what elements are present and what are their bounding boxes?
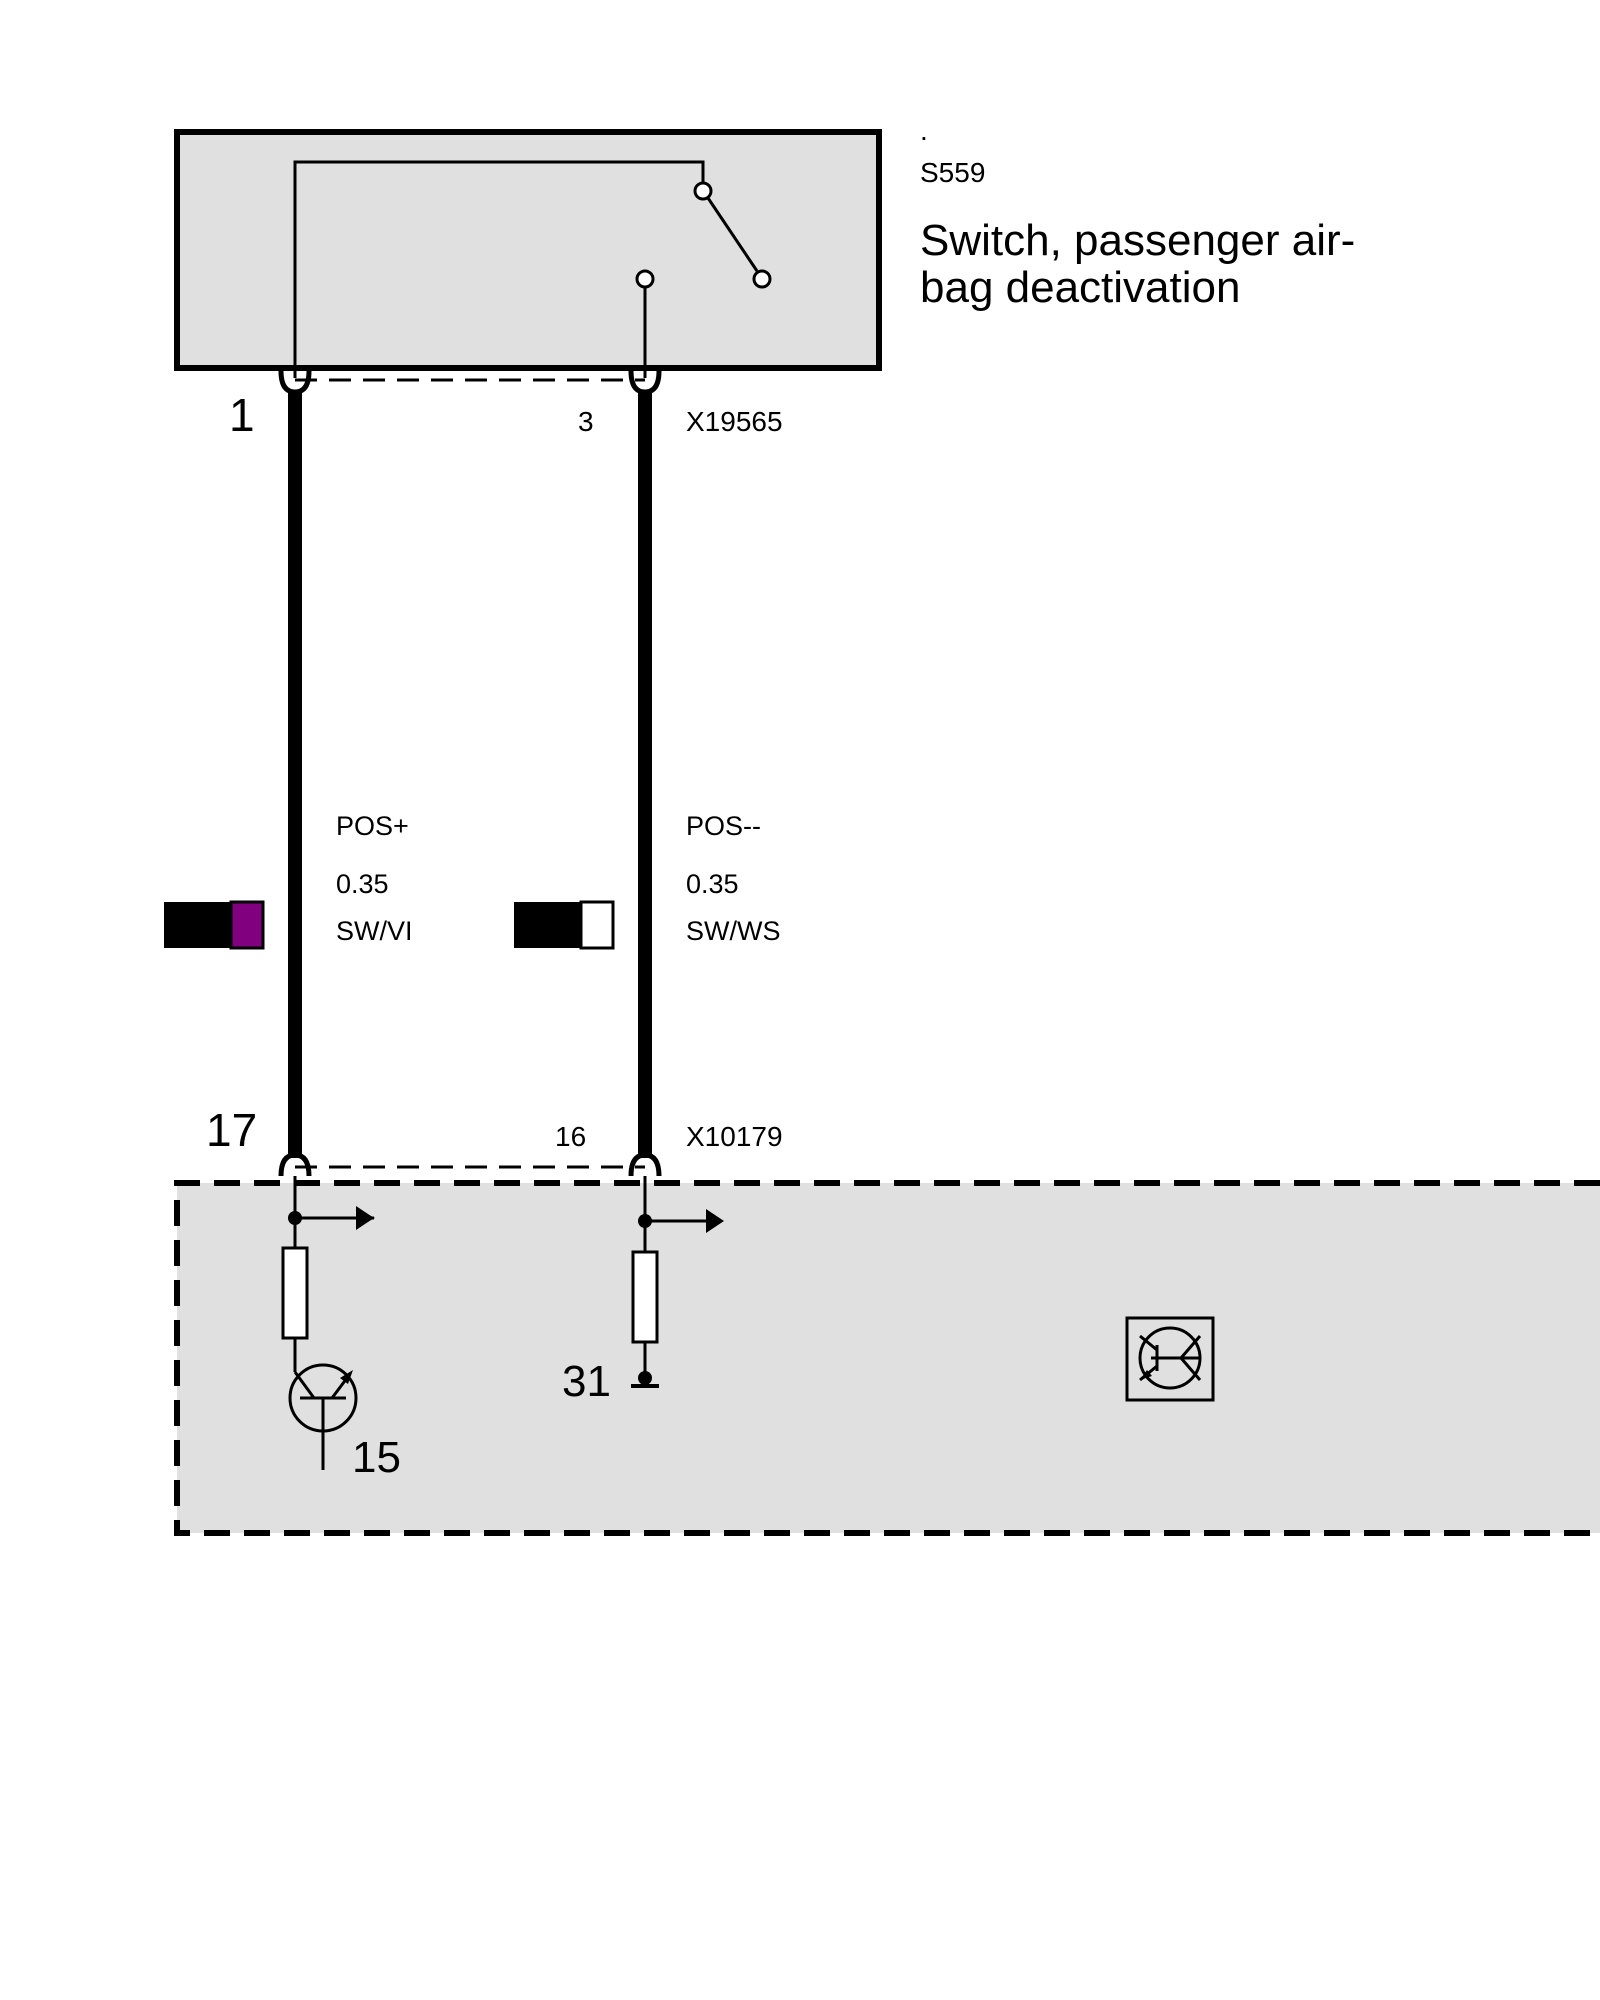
switch-housing <box>174 129 882 371</box>
control-unit-housing <box>174 1180 1600 1536</box>
switch-internal-line-pin1 <box>293 160 705 378</box>
connector-x10179-pin17-label: 17 <box>206 1104 257 1156</box>
component-dot: . <box>920 115 928 146</box>
wire-pos-minus-color-code: SW/WS <box>686 916 781 946</box>
connector-x10179-pin16-label: 16 <box>555 1121 586 1152</box>
wire-pos-minus-signal: POS-- <box>686 811 761 841</box>
connector-x10179-pin17-socket <box>278 1152 312 1177</box>
wire-pos-plus-signal: POS+ <box>336 811 409 841</box>
switch-contact-open <box>752 269 772 289</box>
transistor-icon <box>288 1363 358 1470</box>
wire-pos-plus-cross-section: 0.35 <box>336 869 389 899</box>
wire-pos-minus-cross-section: 0.35 <box>686 869 739 899</box>
control-unit <box>174 1180 1600 1536</box>
terminal-15-label: 15 <box>352 1433 401 1482</box>
switch-contact-common <box>693 181 713 201</box>
connector-x10179 <box>278 1152 662 1177</box>
connector-x10179-id: X10179 <box>686 1121 783 1152</box>
component-code: S559 <box>920 157 985 188</box>
wire-pos-plus-color-code: SW/VI <box>336 916 413 946</box>
ground-node-dot <box>638 1371 652 1385</box>
pull-down-circuit-pin16 <box>631 1176 724 1388</box>
electronic-module-icon <box>1125 1316 1215 1402</box>
wire-pos-plus-stripe-color <box>229 900 265 950</box>
component-name-line1: Switch, passenger air- <box>920 216 1355 265</box>
connector-x19565 <box>278 370 662 395</box>
switch-component <box>174 129 882 378</box>
resistor-pin17 <box>281 1246 309 1340</box>
connector-x19565-pin1-label: 1 <box>229 389 255 441</box>
terminal-31-label: 31 <box>562 1357 611 1406</box>
connector-x19565-pin3-label: 3 <box>578 406 594 437</box>
wire-pos-minus-stripe-color <box>579 900 615 950</box>
component-name-line2: bag deactivation <box>920 263 1240 312</box>
switch-blade <box>706 197 759 272</box>
connector-x19565-id: X19565 <box>686 406 783 437</box>
pull-up-circuit-pin17 <box>281 1176 375 1470</box>
wire-pos-minus-color-swatch <box>514 900 615 950</box>
connector-x10179-pin16-socket <box>628 1152 662 1177</box>
switch-contact-pin3 <box>635 269 655 289</box>
wire-pos-plus-color-swatch <box>164 900 265 950</box>
resistor-pin16 <box>631 1250 659 1344</box>
